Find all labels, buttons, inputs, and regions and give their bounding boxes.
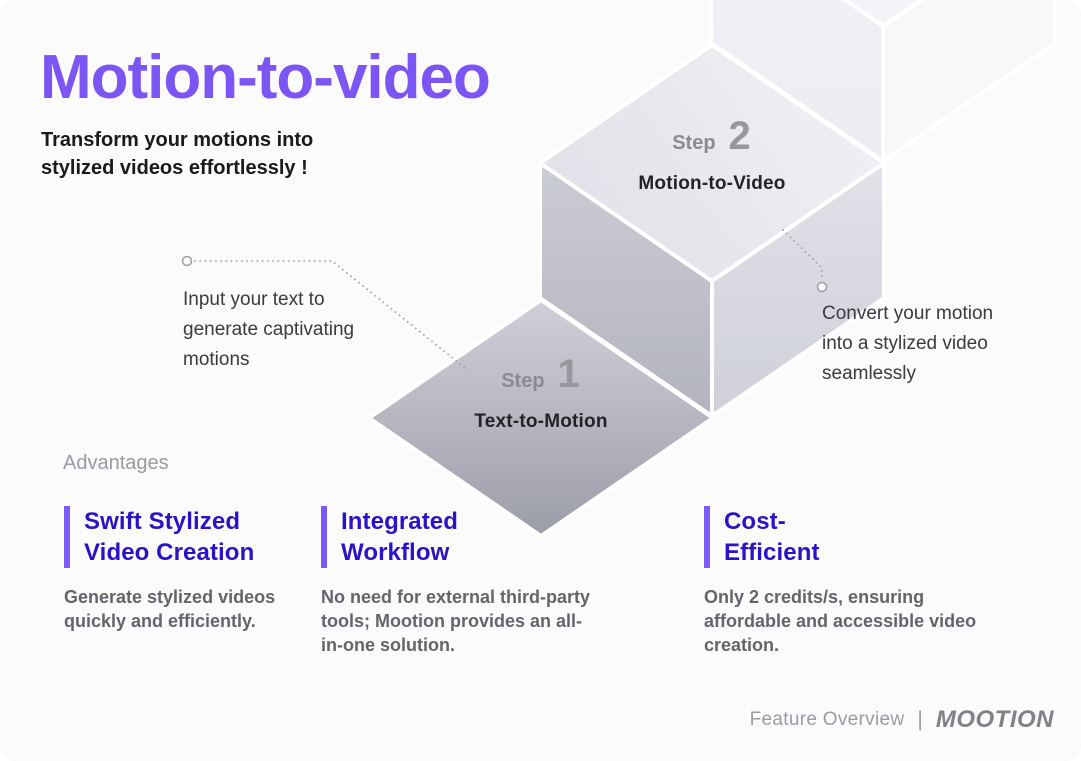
step-1-header: Step 1 [391,352,691,397]
step-1-label-group: Step 1 Text-to-Motion [391,352,691,433]
step-2-word: Step [672,132,716,154]
step-1-tile [367,298,715,538]
page-subtitle: Transform your motions into stylized vid… [41,129,314,179]
annotation-connector-left [181,255,466,369]
advantage-description: Only 2 credits/s, ensuring affordable an… [704,587,977,655]
step-1-caption: Text-to-Motion [474,411,608,432]
footer-label: Feature Overview [749,709,905,730]
step-1-number: 1 [557,352,581,396]
advantage-header: Integrated Workflow [321,506,701,568]
annotation-connector-right [782,229,828,293]
step-2-annotation: Convert your motion into a stylized vide… [822,303,994,384]
connector-dotted-line-right [782,229,823,280]
advantage-description: No need for external third-party tools; … [321,587,591,655]
step-1-top-face [367,298,715,538]
advantage-card-cost-efficient: Cost- Efficient Only 2 credits/s, ensuri… [704,506,1081,657]
advantage-title: Integrated Workflow [341,508,459,566]
advantage-header: Swift Stylized Video Creation [64,506,444,568]
advantage-title: Swift Stylized Video Creation [84,508,255,566]
step-1-word: Step [501,370,545,392]
ghost-tile-top-face [841,0,925,28]
connector-dot-right [816,281,828,293]
advantage-card-swift-video: Swift Stylized Video Creation Generate s… [64,506,444,633]
step-2-label-group: Step 2 Motion-to-Video [562,114,862,195]
advantage-card-integrated-workflow: Integrated Workflow No need for external… [321,506,701,657]
advantage-header: Cost- Efficient [704,506,1081,568]
advantage-description: Generate stylized videos quickly and eff… [64,587,276,631]
advantages-heading: Advantages [63,452,169,474]
ghost-step-tile [709,0,1057,163]
accent-bar [321,506,327,568]
footer: Feature Overview | MOOTION [0,706,1054,734]
connector-dot-left [181,255,193,267]
advantage-title: Cost- Efficient [724,508,820,566]
brand-logo: MOOTION [935,706,1054,733]
accent-bar [64,506,70,568]
step-2-tile [538,43,886,418]
step-2-top-face [538,43,886,283]
step-1-annotation: Input your text to generate captivating … [183,289,355,370]
accent-bar [704,506,710,568]
footer-separator: | [917,708,923,731]
page-title: Motion-to-video [40,43,491,112]
step-2-number: 2 [728,114,752,158]
step-2-caption: Motion-to-Video [638,173,786,194]
step-2-header: Step 2 [562,114,862,159]
ghost-tile-right-wall [881,0,1057,163]
